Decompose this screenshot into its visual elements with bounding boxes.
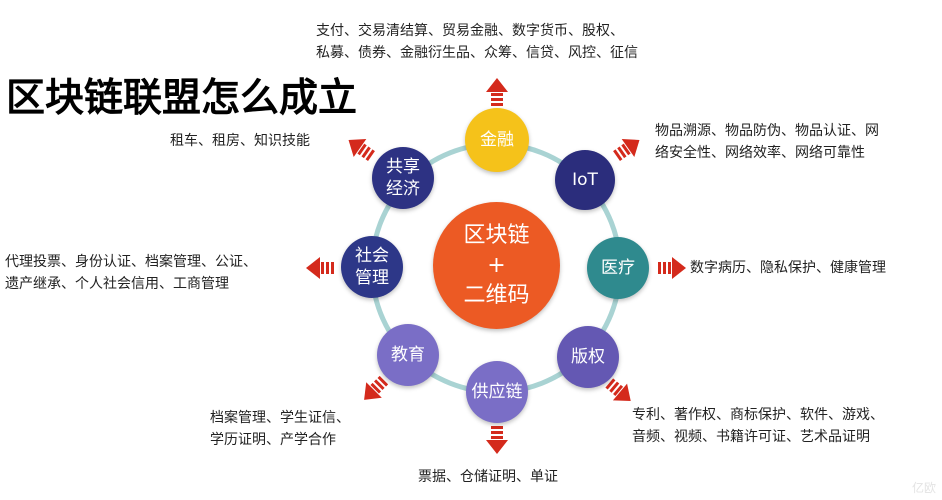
desc-line: 学历证明、产学合作 — [210, 432, 336, 448]
desc-line: 数字病历、隐私保护、健康管理 — [690, 260, 886, 276]
node-copyright: 版权 — [557, 326, 619, 388]
node-iot: IoT — [555, 150, 615, 210]
center-line1: 区块链 — [463, 222, 530, 248]
desc-line: 租车、租房、知识技能 — [170, 133, 310, 149]
desc-line: 物品溯源、物品防伪、物品认证、网 — [655, 123, 879, 139]
node-label: 金融 — [480, 130, 514, 150]
node-label: 教育 — [391, 345, 425, 365]
node-sharing: 共享经济 — [372, 147, 434, 209]
social-description: 代理投票、身份认证、档案管理、公证、 遗产继承、个人社会信用、工商管理 — [5, 251, 257, 295]
supply-chain-description: 票据、仓储证明、单证 — [418, 466, 558, 488]
node-education: 教育 — [377, 324, 439, 386]
node-supply-chain: 供应链 — [466, 361, 528, 423]
desc-line: 档案管理、学生证信、 — [210, 410, 350, 426]
arrow-icon — [486, 78, 508, 106]
desc-line: 支付、交易清结算、贸易金融、数字货币、股权、 — [316, 23, 624, 39]
node-label: IoT — [572, 170, 598, 190]
center-line2: + — [487, 252, 506, 278]
desc-line: 专利、著作权、商标保护、软件、游戏、 — [632, 407, 884, 423]
iot-description: 物品溯源、物品防伪、物品认证、网 络安全性、网络效率、网络可靠性 — [655, 120, 879, 164]
desc-line: 代理投票、身份认证、档案管理、公证、 — [5, 254, 257, 270]
node-label: 共享经济 — [386, 157, 420, 199]
page-title: 区块链联盟怎么成立 — [6, 76, 358, 121]
arrow-icon — [613, 138, 640, 161]
center-line3: 二维码 — [463, 282, 530, 308]
medical-description: 数字病历、隐私保护、健康管理 — [690, 257, 886, 279]
watermark-logo: 亿欧 — [911, 481, 936, 495]
desc-line: 音频、视频、书籍许可证、艺术品证明 — [632, 429, 870, 445]
desc-line: 私募、债券、金融衍生品、众筹、信贷、风控、征信 — [316, 45, 638, 61]
desc-line: 遗产继承、个人社会信用、工商管理 — [5, 276, 229, 292]
education-description: 档案管理、学生证信、 学历证明、产学合作 — [210, 407, 350, 451]
arrow-icon — [486, 426, 508, 454]
center-node: 区块链 + 二维码 — [433, 202, 560, 329]
node-label: 医疗 — [601, 258, 635, 278]
node-label: 版权 — [571, 347, 605, 367]
arrow-icon — [364, 375, 389, 400]
desc-line: 络安全性、网络效率、网络可靠性 — [655, 145, 865, 161]
arrow-icon — [348, 138, 375, 161]
node-medical: 医疗 — [587, 237, 649, 299]
desc-line: 票据、仓储证明、单证 — [418, 469, 558, 485]
node-finance: 金融 — [465, 108, 529, 172]
arrow-icon — [605, 378, 631, 401]
finance-description: 支付、交易清结算、贸易金融、数字货币、股权、 私募、债券、金融衍生品、众筹、信贷… — [316, 20, 638, 64]
sharing-description: 租车、租房、知识技能 — [170, 130, 310, 152]
arrow-icon — [306, 257, 334, 279]
copyright-description: 专利、著作权、商标保护、软件、游戏、 音频、视频、书籍许可证、艺术品证明 — [632, 404, 884, 448]
arrow-icon — [658, 257, 686, 279]
node-label: 社会管理 — [355, 246, 389, 288]
node-social: 社会管理 — [341, 236, 403, 298]
node-label: 供应链 — [471, 382, 523, 402]
